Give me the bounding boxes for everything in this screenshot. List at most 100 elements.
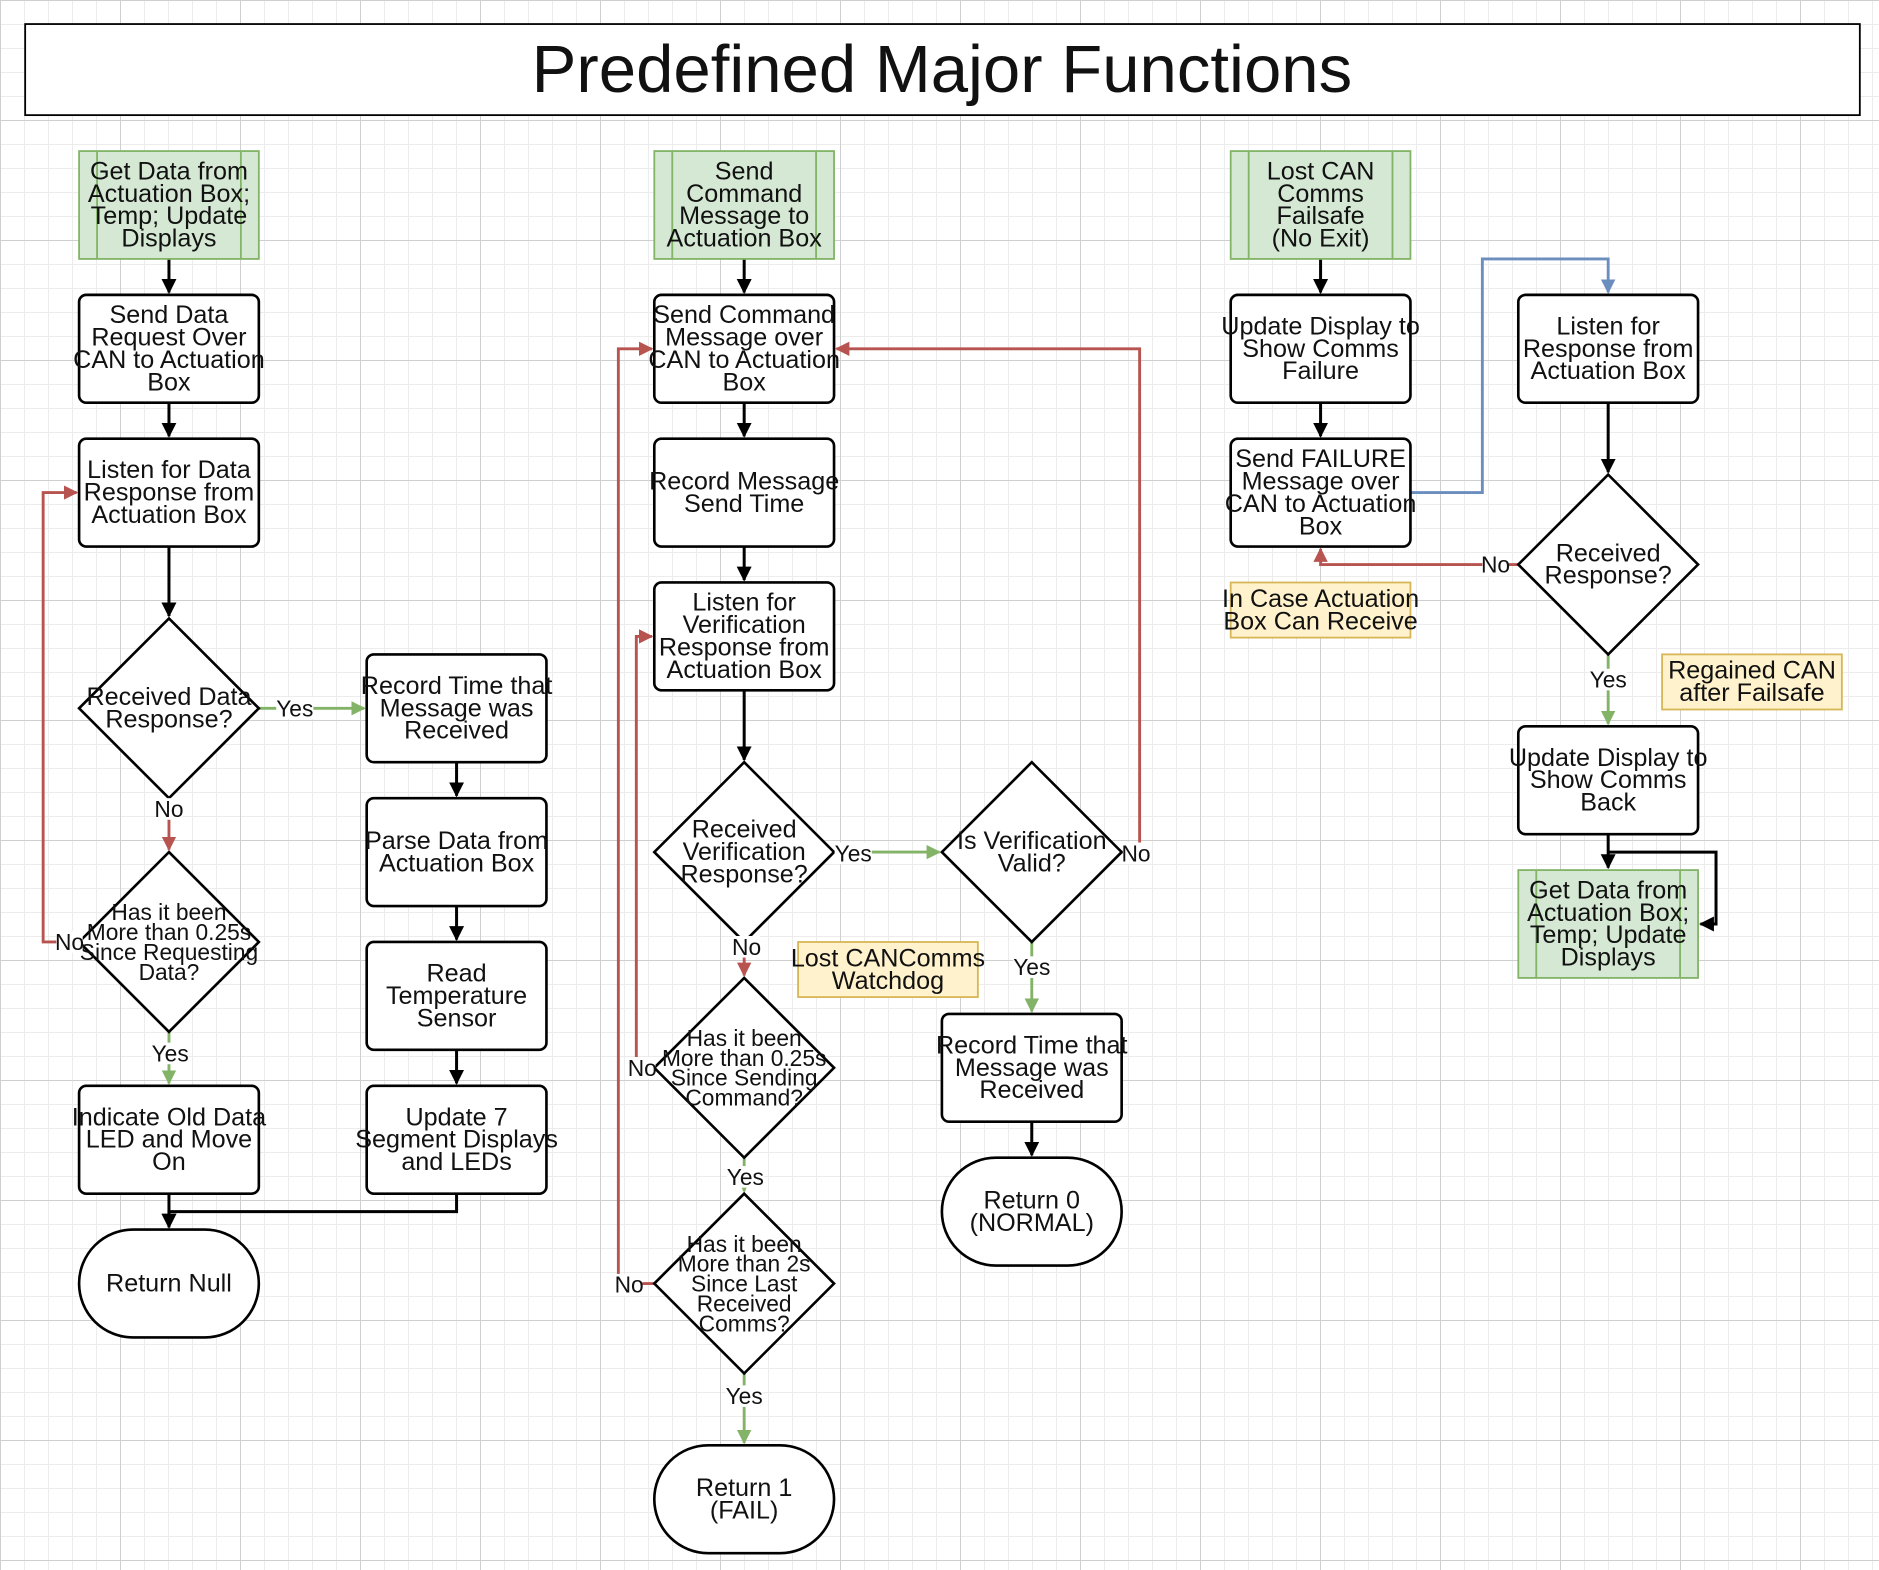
listen-verification-box-line-2: Verification <box>683 611 806 639</box>
send-command-start-line-2: Command <box>686 180 802 208</box>
send-failure-message-box-line-1: Send FAILURE <box>1235 445 1406 473</box>
can-receive-note-line-2: Box Can Receive <box>1223 607 1417 635</box>
label-response-yes: Yes <box>1589 667 1627 693</box>
update-displays-box-line-1: Update 7 <box>406 1103 508 1131</box>
failsafe-start-line-4: (No Exit) <box>1272 225 1370 253</box>
record-time-verified-box-line-1: Record Time that <box>936 1031 1128 1059</box>
watchdog-note-line-2: Watchdog <box>832 967 944 995</box>
edge-response-no <box>1313 547 1519 566</box>
send-command-message-box-line-3: CAN to Actuation <box>648 346 840 374</box>
timeout-command-decision-line-2: More than 0.25s <box>662 1045 826 1071</box>
received-verification-decision-line-3: Response? <box>681 861 808 889</box>
read-temperature-box-line-1: Read <box>426 959 486 987</box>
return-fail-terminal[interactable]: Return 1(FAIL) <box>652 1443 836 1555</box>
label-verify-yes: Yes <box>834 840 872 866</box>
timeout-command-decision-line-3: Since Sending <box>671 1065 818 1091</box>
update-display-failure-box-line-2: Show Comms <box>1242 335 1399 363</box>
received-data-decision-line-1: Received Data <box>86 683 251 711</box>
received-response-decision-line-1: Received <box>1556 539 1661 567</box>
label-timeout-yes-text: Yes <box>152 1040 189 1066</box>
get-data-start-line-4: Displays <box>121 225 216 253</box>
page-title: Predefined Major Functions <box>532 32 1352 107</box>
update-display-failure-box-line-3: Failure <box>1282 357 1359 385</box>
failsafe-get-data-line-1: Get Data from <box>1529 876 1687 904</box>
listen-verification-box-line-4: Actuation Box <box>667 656 823 684</box>
received-data-decision-line-2: Response? <box>105 706 232 734</box>
edge-valid-no-loop <box>835 341 1142 854</box>
watchdog-note-line-1: Lost CANComms <box>791 944 985 972</box>
send-data-request-box-line-3: CAN to Actuation <box>73 346 265 374</box>
received-verification-decision-line-1: Received <box>692 816 797 844</box>
update-display-failure-box-line-1: Update Display to <box>1221 312 1420 340</box>
listen-data-response-box-line-3: Actuation Box <box>91 501 247 529</box>
get-data-start-line-1: Get Data from <box>90 157 248 185</box>
failsafe-start-line-3: Failsafe <box>1277 202 1365 230</box>
label-cmd-timeout-yes: Yes <box>726 1164 764 1190</box>
indicate-old-data-box-line-2: LED and Move <box>86 1126 252 1154</box>
record-time-received-box-line-2: Message was <box>380 694 534 722</box>
label-comms-timeout-yes: Yes <box>725 1383 763 1409</box>
failsafe-get-data-line-3: Temp; Update <box>1530 921 1687 949</box>
send-data-request-box-line-1: Send Data <box>110 301 229 329</box>
label-timeout-no: No <box>55 929 84 955</box>
send-failure-message-box-line-2: Message over <box>1242 467 1400 495</box>
edge-send-failure-to-listen <box>1410 257 1616 495</box>
return-null-terminal[interactable]: Return Null <box>77 1228 261 1339</box>
timeout-request-decision-line-3: Since Requesting <box>80 939 258 965</box>
update-display-back-box-line-1: Update Display to <box>1509 744 1708 772</box>
record-time-verified-box-line-2: Message was <box>955 1054 1109 1082</box>
label-timeout-yes: Yes <box>151 1040 189 1066</box>
update-displays-box-line-2: Segment Displays <box>355 1126 558 1154</box>
indicate-old-data-box-line-1: Indicate Old Data <box>72 1103 266 1131</box>
return-normal-terminal[interactable]: Return 0(NORMAL) <box>940 1156 1123 1267</box>
listen-response-box-line-1: Listen for <box>1556 312 1659 340</box>
get-data-start-line-3: Temp; Update <box>91 202 248 230</box>
return-null-terminal-line-1: Return Null <box>106 1270 232 1298</box>
update-display-back-box-line-2: Show Comms <box>1530 766 1687 794</box>
label-comms-timeout-yes-text: Yes <box>726 1383 763 1409</box>
read-temperature-box-line-2: Temperature <box>386 982 527 1010</box>
record-send-time-box-line-2: Send Time <box>684 490 804 518</box>
parse-data-box-line-2: Actuation Box <box>379 849 535 877</box>
failsafe-get-data-line-4: Displays <box>1561 944 1656 972</box>
send-command-message-box-line-2: Message over <box>665 324 823 352</box>
label-received-no-text: No <box>154 796 183 822</box>
regained-can-note-line-1: Regained CAN <box>1668 657 1836 685</box>
label-cmd-timeout-no-text: No <box>628 1055 657 1081</box>
label-verify-no-text: No <box>732 934 761 960</box>
timeout-command-decision-line-1: Has it been <box>687 1025 802 1051</box>
label-response-no: No <box>1481 552 1510 578</box>
can-receive-note-line-1: In Case Actuation <box>1222 585 1419 613</box>
send-failure-message-box-line-3: CAN to Actuation <box>1225 490 1417 518</box>
